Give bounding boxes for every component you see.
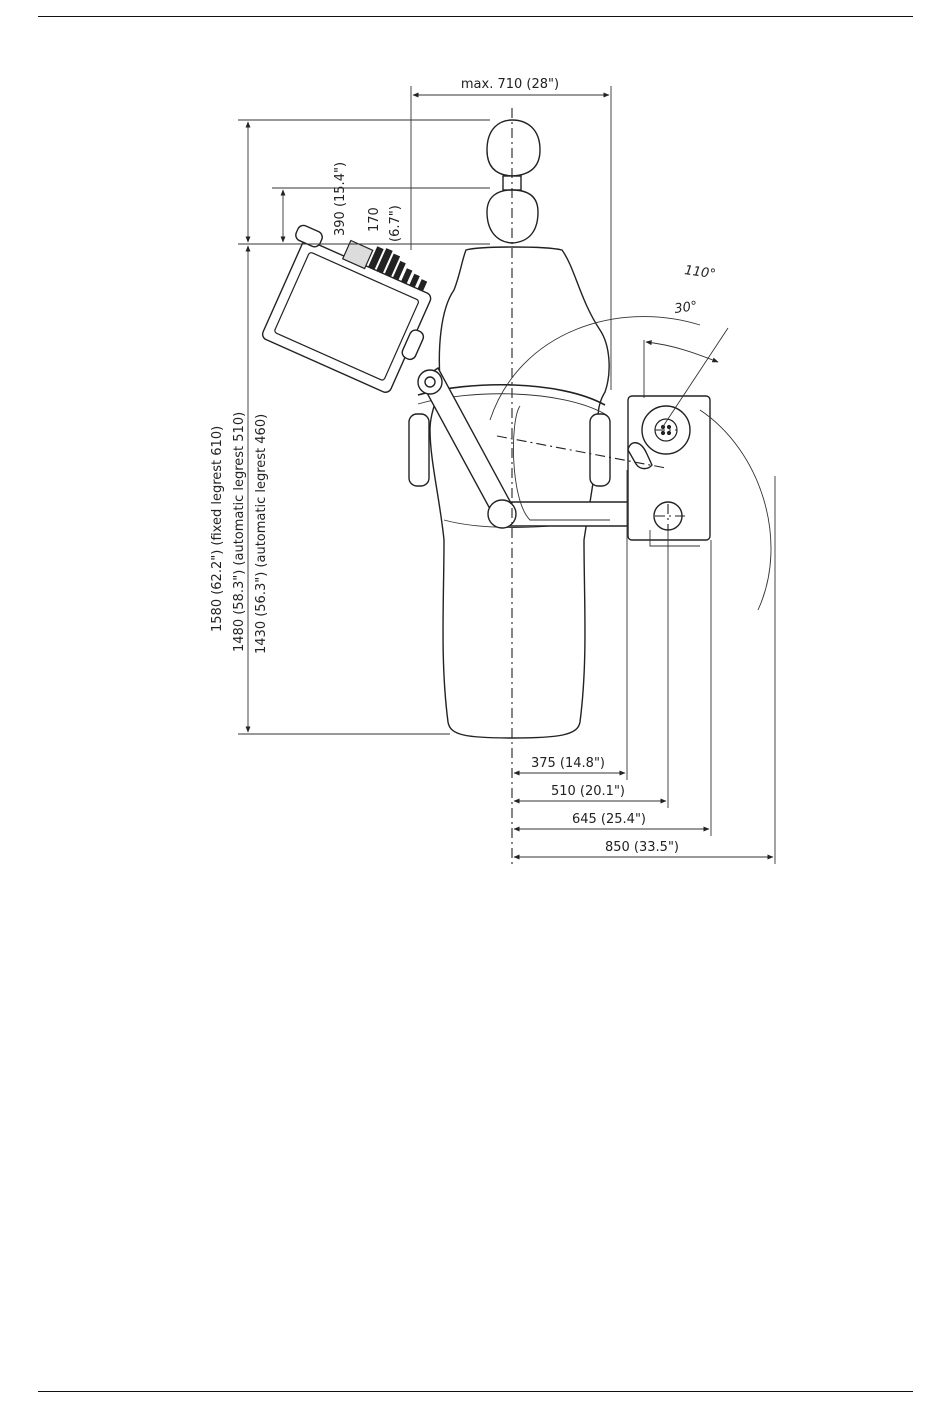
label-850: 850 (33.5"): [605, 840, 679, 855]
label-1480: 1480 (58.3") (automatic legrest 510): [232, 412, 247, 652]
label-170: 170: [367, 207, 382, 232]
label-645: 645 (25.4"): [572, 812, 646, 827]
headrest-upper: [487, 120, 540, 176]
arm-joint-top-pin: [425, 377, 435, 387]
tray-body: [261, 239, 433, 395]
tray-handle: [294, 224, 324, 249]
chair-body-outline: [430, 247, 609, 738]
arm-lower-segment: [496, 502, 640, 526]
label-1580: 1580 (62.2") (fixed legrest 610): [210, 426, 225, 632]
chair: [409, 120, 610, 738]
instrument-tray: [252, 213, 451, 398]
label-angle-30: 30°: [673, 299, 698, 317]
label-1430: 1430 (56.3") (automatic legrest 460): [254, 414, 269, 654]
right-armrest: [590, 414, 610, 486]
left-armrest: [409, 414, 429, 486]
label-max-width: max. 710 (28"): [461, 77, 559, 92]
label-375: 375 (14.8"): [531, 756, 605, 771]
label-510: 510 (20.1"): [551, 784, 625, 799]
angle-labels: 110° 30°: [673, 263, 716, 317]
spittoon-bowl: [642, 406, 690, 454]
label-angle-110: 110°: [683, 263, 716, 282]
label-170-inches: (6.7"): [388, 205, 403, 242]
label-390: 390 (15.4"): [333, 162, 348, 236]
